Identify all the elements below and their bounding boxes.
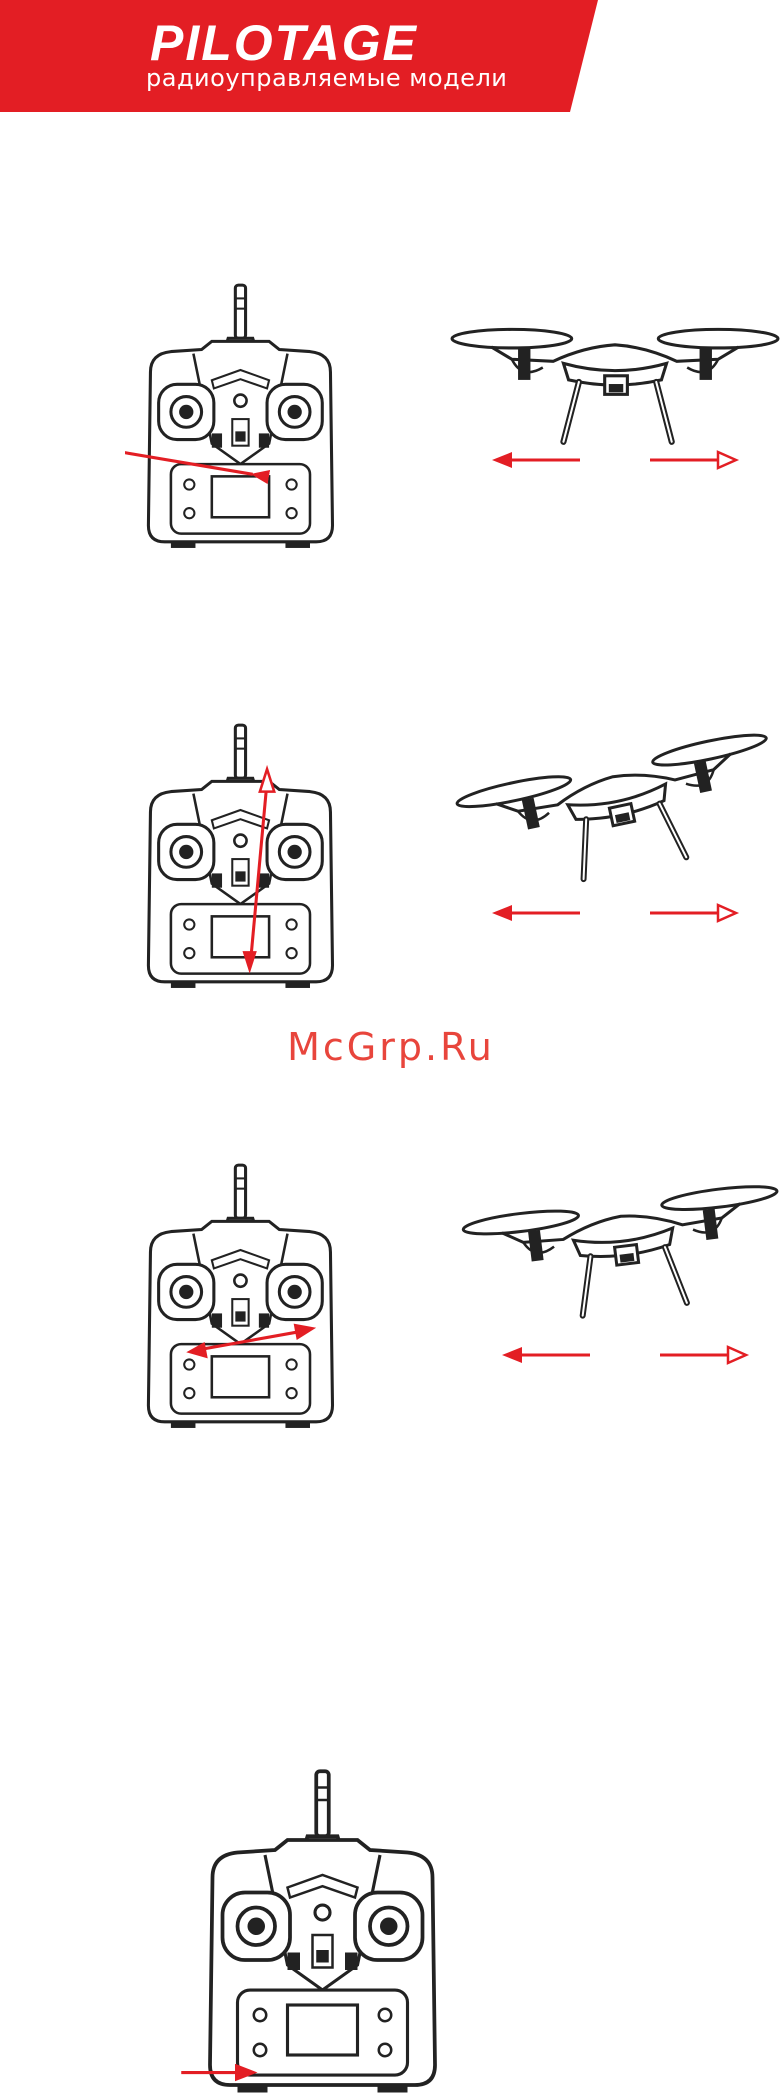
transmitter-icon — [125, 280, 360, 550]
transmitter-icon — [125, 1160, 360, 1430]
drone-level-icon — [450, 318, 780, 448]
transmitter-icon — [180, 1765, 470, 2095]
drone-rolled-icon — [460, 1180, 782, 1330]
direction-arrows — [500, 1340, 750, 1370]
drone-tilted-icon — [455, 730, 782, 890]
direction-arrows — [490, 445, 740, 475]
brand-tagline: радиоуправляемые модели — [146, 64, 507, 92]
watermark: McGrp.Ru — [0, 1025, 782, 1069]
transmitter-icon — [125, 720, 360, 990]
direction-arrows — [490, 898, 740, 928]
